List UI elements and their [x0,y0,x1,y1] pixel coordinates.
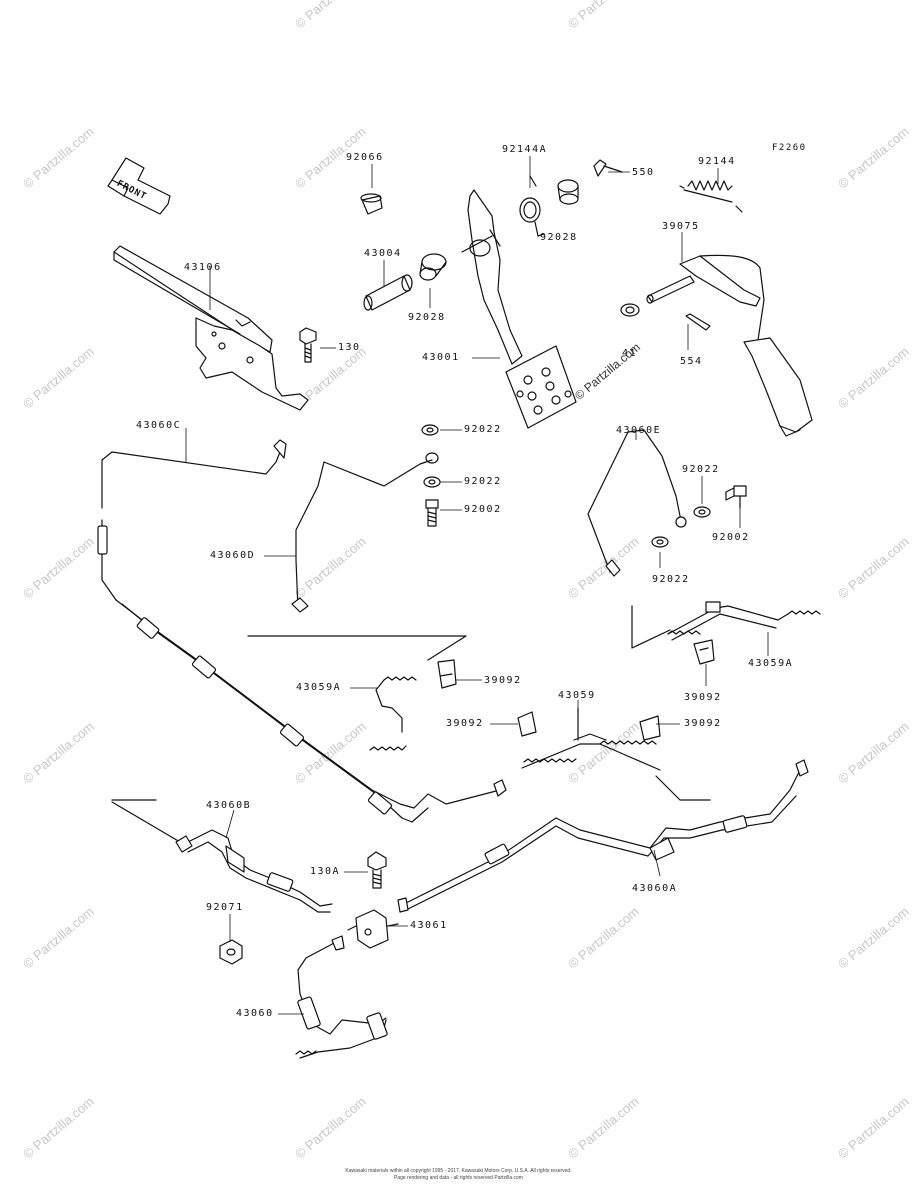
part-label-92144A[interactable]: 92144A [502,144,548,155]
accelerator-pedal-39075-icon [646,254,813,437]
cotter-pin-550-icon [593,159,623,177]
part-label-43060C[interactable]: 43060C [136,420,182,431]
brake-pipe-43060B-icon [175,829,333,913]
part-label-39092-c[interactable]: 39092 [446,718,484,729]
brake-pipe-43060A-icon [397,759,809,913]
part-label-39092-b[interactable]: 39092 [684,692,722,703]
diagram-code: F2260 [772,143,807,153]
footer-notice: Page rendering and data - all rights res… [394,1175,523,1181]
bolt-130-icon [299,327,317,363]
part-label-43060D[interactable]: 43060D [210,550,256,561]
part-label-130[interactable]: 130 [338,342,361,353]
cap-92066-icon [360,193,383,215]
part-label-43060B[interactable]: 43060B [206,800,252,811]
guide-line-4 [111,801,181,843]
part-label-41[interactable]: 41 [622,348,638,359]
part-label-554[interactable]: 554 [680,356,703,367]
brake-pipe-43060C-icon [97,439,287,601]
brake-hose-43059A-right-icon [667,601,821,641]
part-label-43001[interactable]: 43001 [422,352,460,363]
cotter-pin-554-icon [685,313,711,331]
brake-pipe-43060D-icon [291,452,439,613]
clevis-pin-43004-icon [363,274,413,311]
part-label-92144[interactable]: 92144 [698,156,736,167]
washer-41-icon [620,303,640,317]
clip-39092-c-icon [517,711,537,737]
parking-brake-lever-43106-icon [113,245,309,411]
coil-spring-92144-icon [679,180,743,213]
brake-pedal-43001-icon [461,189,577,429]
brake-pipe-43060E-icon [587,429,687,577]
part-label-92071[interactable]: 92071 [206,902,244,913]
part-label-130A[interactable]: 130A [310,866,341,877]
guide-line-1 [247,635,467,661]
torsion-spring-92144A-icon [519,175,545,237]
part-label-39092-a[interactable]: 39092 [484,675,522,686]
bushing-92028-upper-icon [557,179,579,205]
part-label-92022-c[interactable]: 92022 [682,464,720,475]
clip-39092-d-icon [639,715,661,741]
washer-92022-b-icon [423,476,441,488]
washer-92022-c-icon [693,506,711,518]
joint-43061-icon [347,909,399,949]
part-label-43106[interactable]: 43106 [184,262,222,273]
part-label-43061[interactable]: 43061 [410,920,448,931]
clip-39092-b-icon [693,639,715,665]
washer-92022-a-icon [421,424,439,436]
brake-pipe-43060-icon [295,935,388,1059]
footer-copyright: Kawasaki materials within all copyright … [345,1168,572,1174]
washer-92022-d-icon [651,536,669,548]
part-label-92022-a[interactable]: 92022 [464,424,502,435]
nut-92071-icon [219,939,243,965]
part-label-43059[interactable]: 43059 [558,690,596,701]
part-label-43059A-left[interactable]: 43059A [296,682,342,693]
clip-39092-a-icon [437,659,457,689]
part-label-92022-b[interactable]: 92022 [464,476,502,487]
guide-line-2 [655,775,711,801]
bolt-92002-b-icon [725,485,747,509]
bolt-130A-icon [367,851,387,889]
part-label-92066[interactable]: 92066 [346,152,384,163]
part-label-43060[interactable]: 43060 [236,1008,274,1019]
long-brake-pipe-icon [115,599,507,823]
brake-hose-43059-center-icon [521,707,661,771]
part-label-550[interactable]: 550 [632,167,655,178]
part-label-92002-a[interactable]: 92002 [464,504,502,515]
bracket-line-right [631,605,671,649]
part-label-39075[interactable]: 39075 [662,221,700,232]
front-arrow-icon [107,157,171,215]
bushing-92028-lower-icon [419,253,447,281]
part-label-92028-upper[interactable]: 92028 [540,232,578,243]
leader-lines [185,156,769,1015]
part-label-43059A-right[interactable]: 43059A [748,658,794,669]
part-label-43060E[interactable]: 43060E [616,425,662,436]
part-label-39092-d[interactable]: 39092 [684,718,722,729]
part-label-92022-d[interactable]: 92022 [652,574,690,585]
bolt-92002-a-icon [425,499,439,527]
part-label-92028-lower[interactable]: 92028 [408,312,446,323]
part-label-43004[interactable]: 43004 [364,248,402,259]
part-label-92002-b[interactable]: 92002 [712,532,750,543]
part-label-43060A[interactable]: 43060A [632,883,678,894]
